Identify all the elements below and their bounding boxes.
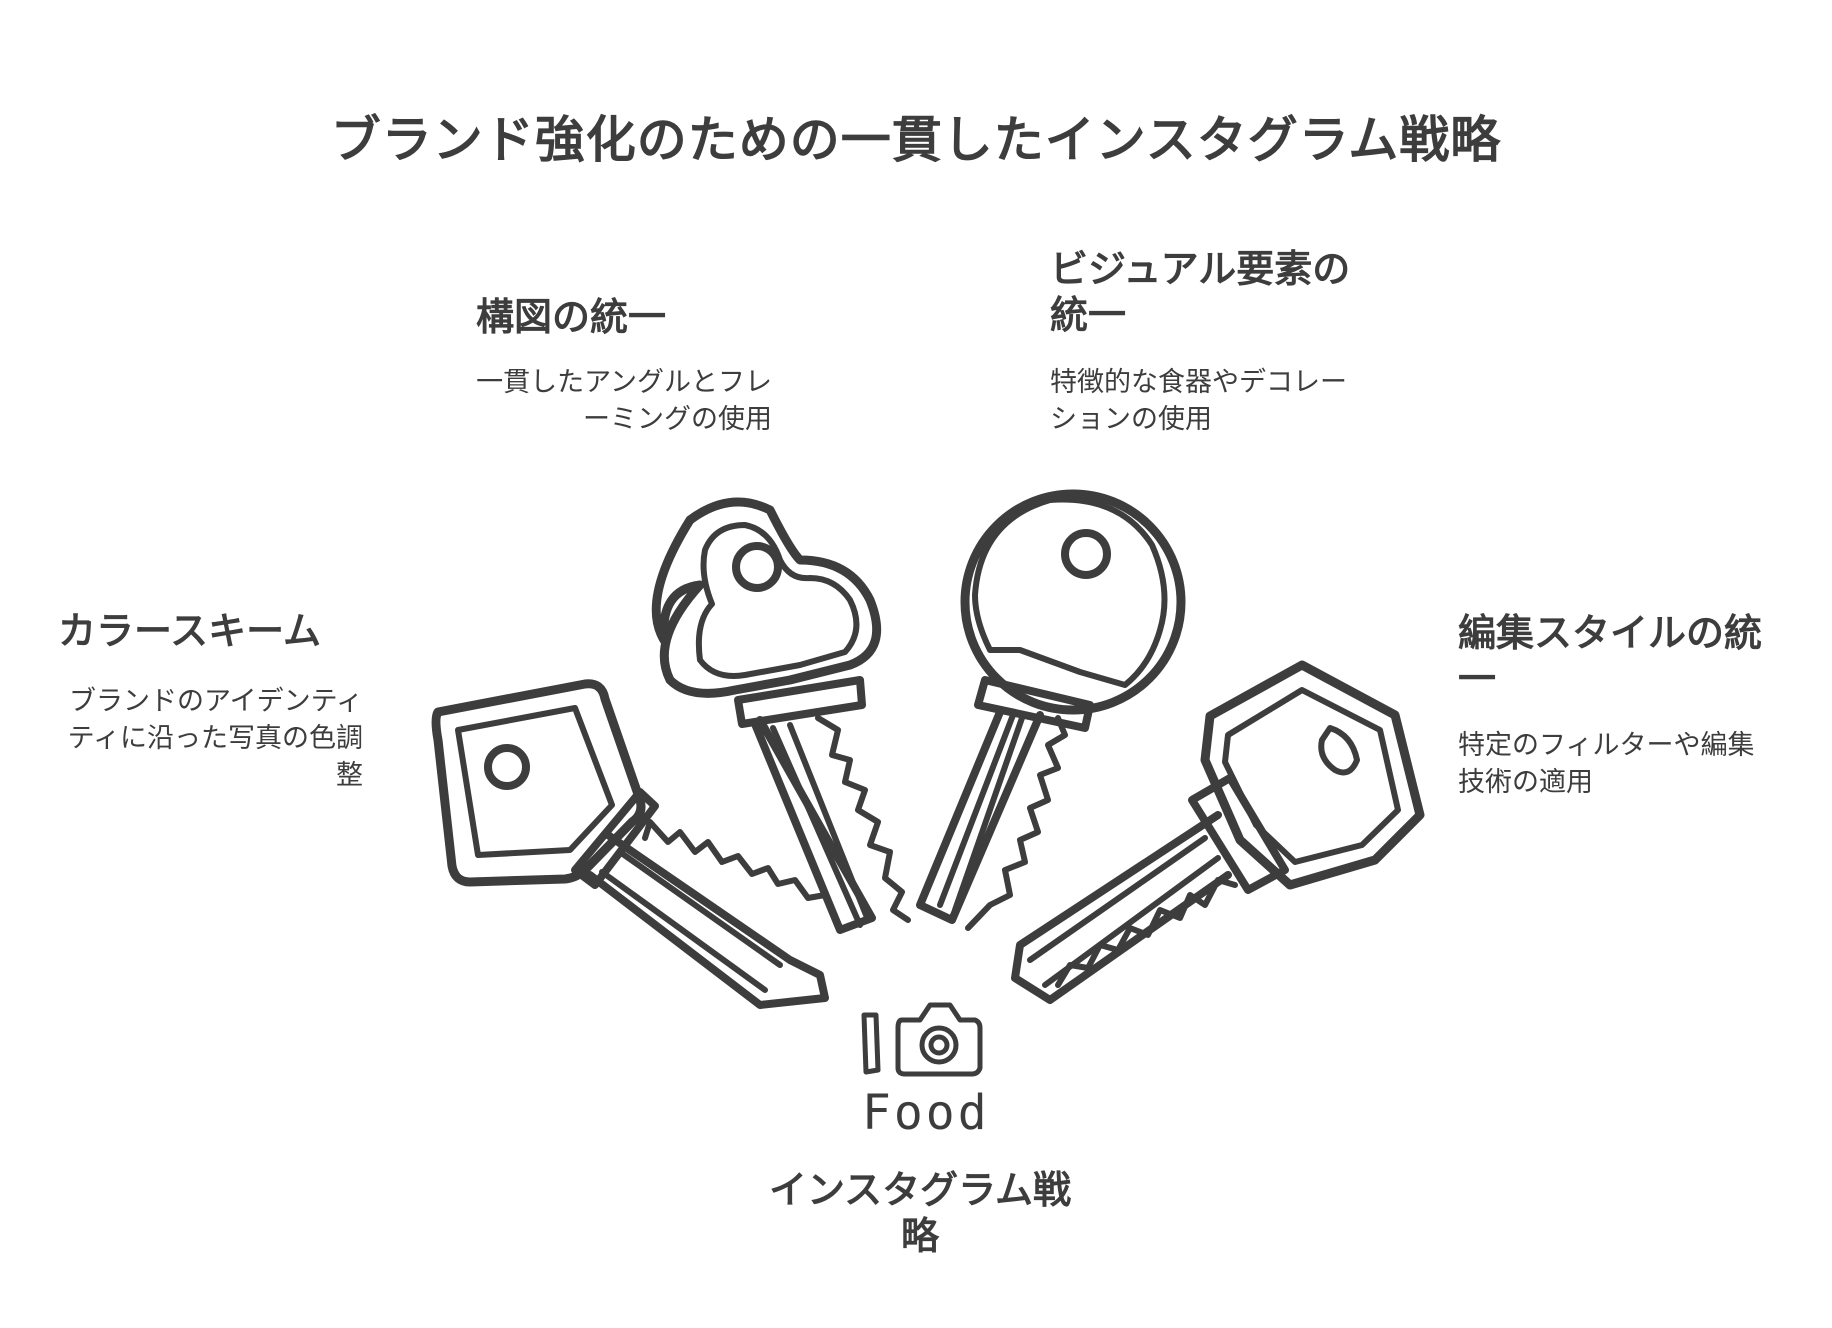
- item-desc-color-scheme: ブランドのアイデンティティに沿った写真の色調整: [67, 686, 363, 791]
- instagram-camera-icon: [861, 1002, 983, 1077]
- item-desc-composition: 一貫したアングルとフレーミングの使用: [476, 367, 772, 435]
- key-hexagon-icon: [1011, 660, 1425, 1004]
- item-desc-visual-elements: 特徴的な食器やデコレーションの使用: [1050, 367, 1347, 435]
- diagram-title: ブランド強化のための一貫したインスタグラム戦略: [330, 111, 1502, 169]
- key-square-icon: [431, 679, 829, 1009]
- item-heading-color-scheme: カラースキーム: [58, 609, 321, 653]
- food-text: Food: [862, 1085, 990, 1141]
- key-round-icon: [916, 489, 1186, 931]
- item-heading-editing-style: 編集スタイルの統一: [1458, 611, 1763, 701]
- item-heading-visual-elements: ビジュアル要素の統一: [1050, 247, 1351, 337]
- item-desc-editing-style: 特定のフィルターや編集技術の適用: [1458, 730, 1755, 798]
- item-heading-composition: 構図の統一: [476, 295, 667, 339]
- center-label: インスタグラム戦略: [768, 1168, 1072, 1258]
- key-cloud-icon: [651, 497, 911, 934]
